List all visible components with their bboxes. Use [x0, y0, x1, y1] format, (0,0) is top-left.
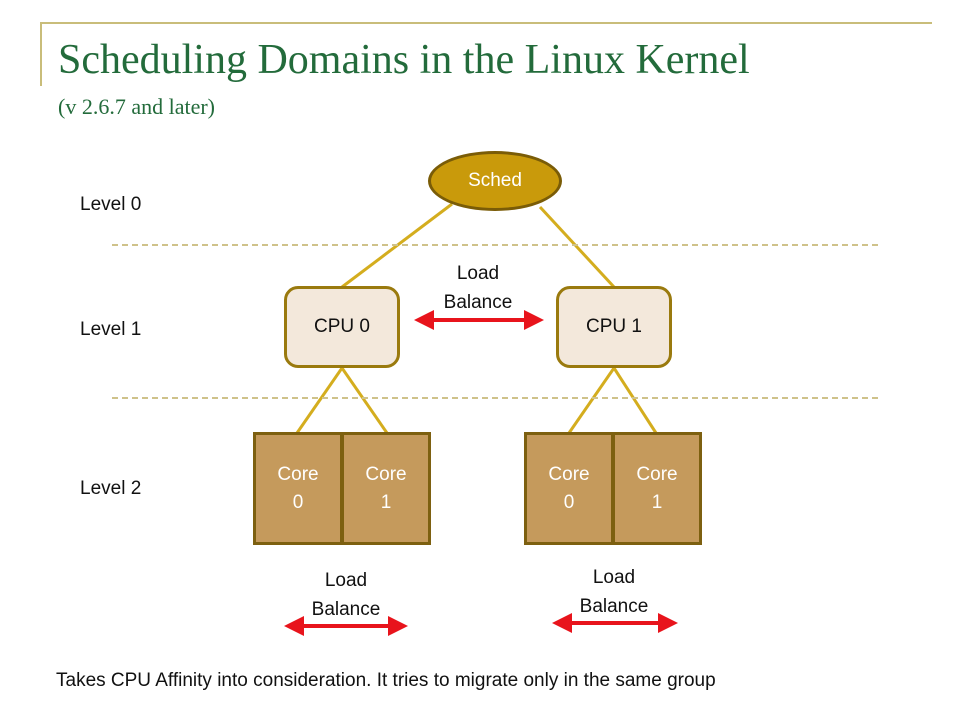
cpu-1-core-1: Core 1 — [612, 432, 702, 545]
load-balance-label-core-left: Load Balance — [286, 566, 406, 624]
load-balance-line-2: Balance — [579, 596, 649, 617]
core-word: Core — [636, 463, 678, 485]
slide-subtitle: (v 2.6.7 and later) — [58, 94, 215, 119]
level-2-label: Level 2 — [80, 478, 142, 499]
level-divider-1-2 — [112, 397, 878, 399]
sched-node: Sched — [428, 151, 562, 211]
cpu-0-label: CPU 0 — [314, 316, 370, 337]
footer-note: Takes CPU Affinity into consideration. I… — [56, 670, 716, 691]
link-cpu0-core1 — [340, 367, 389, 434]
frame-left-rule — [40, 22, 42, 86]
load-balance-line-2: Balance — [443, 292, 513, 313]
cpu-1-node: CPU 1 — [556, 286, 672, 368]
core-number: 0 — [563, 491, 575, 513]
cpu-0-core-0: Core 0 — [253, 432, 343, 545]
cpu-0-core-1: Core 1 — [341, 432, 431, 545]
cpu-1-label: CPU 1 — [586, 316, 642, 337]
cpu-1-core-0: Core 0 — [524, 432, 614, 545]
load-balance-label-core-right: Load Balance — [554, 563, 674, 621]
load-balance-line-1: Load — [592, 567, 636, 588]
core-word: Core — [277, 463, 319, 485]
load-balance-line-1: Load — [456, 263, 500, 284]
load-balance-line-2: Balance — [311, 599, 381, 620]
core-word: Core — [365, 463, 407, 485]
core-number: 1 — [380, 491, 392, 513]
cpu-0-node: CPU 0 — [284, 286, 400, 368]
link-cpu1-core0 — [567, 367, 616, 434]
sched-node-label: Sched — [468, 170, 522, 191]
link-cpu1-core1 — [612, 367, 658, 434]
level-divider-0-1 — [112, 244, 878, 246]
level-1-label: Level 1 — [80, 319, 142, 340]
load-balance-line-1: Load — [324, 570, 368, 591]
load-balance-label-cpu: Load Balance — [418, 259, 538, 317]
slide-title: Scheduling Domains in the Linux Kernel — [58, 37, 750, 83]
level-0-label: Level 0 — [80, 194, 142, 215]
link-sched-cpu1 — [538, 205, 616, 289]
core-number: 0 — [292, 491, 304, 513]
core-word: Core — [548, 463, 590, 485]
link-cpu0-core0 — [295, 367, 344, 434]
frame-top-rule — [40, 22, 932, 24]
core-number: 1 — [651, 491, 663, 513]
